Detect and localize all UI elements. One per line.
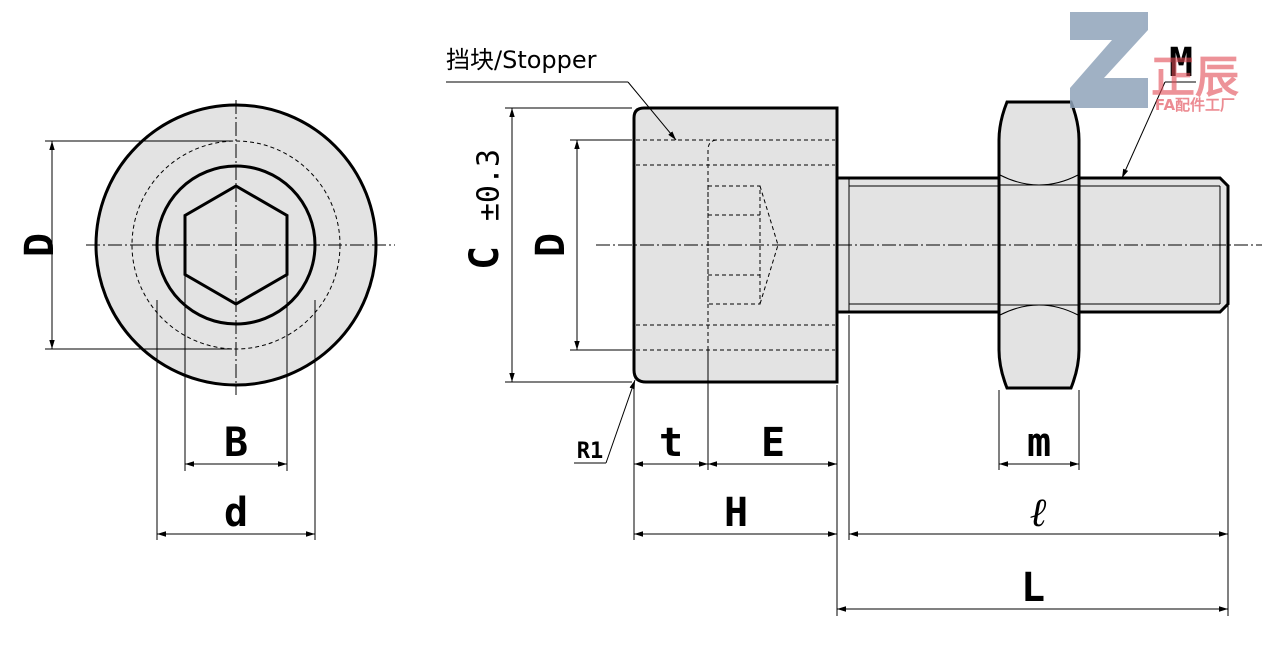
dim-label-m: m — [1027, 420, 1051, 466]
leader-M — [1121, 81, 1166, 179]
stopper-label: 挡块/Stopper — [446, 46, 597, 74]
logo-zi-mark — [1070, 12, 1148, 108]
logo-brand-sub: FA配件工厂 — [1155, 96, 1235, 114]
leader-R1 — [605, 379, 636, 464]
dim-label-D: D — [528, 233, 574, 257]
front-view: D B d — [17, 100, 395, 540]
dim-label-C-tolerance: ±0.3 — [472, 149, 507, 221]
dim-label-H: H — [724, 490, 748, 536]
logo-brand-cn: 正辰 — [1151, 52, 1239, 103]
dim-label-l: ℓ — [1030, 490, 1047, 536]
dim-label-D: D — [17, 233, 63, 257]
dim-label-C: C — [462, 246, 508, 270]
dim-label-E: E — [761, 420, 785, 466]
dim-label-B: B — [224, 420, 248, 466]
brand-logo: 正辰 FA配件工厂 — [1070, 12, 1239, 114]
side-view: 挡块/Stopper C ±0.3 D R1 t E H m — [446, 40, 1262, 616]
dim-label-R1: R1 — [577, 439, 604, 464]
dim-label-d: d — [224, 490, 248, 536]
dim-label-L: L — [1021, 565, 1045, 611]
dim-label-M: M — [1169, 40, 1193, 86]
leader-stopper — [627, 81, 677, 141]
dim-label-t: t — [659, 420, 683, 466]
